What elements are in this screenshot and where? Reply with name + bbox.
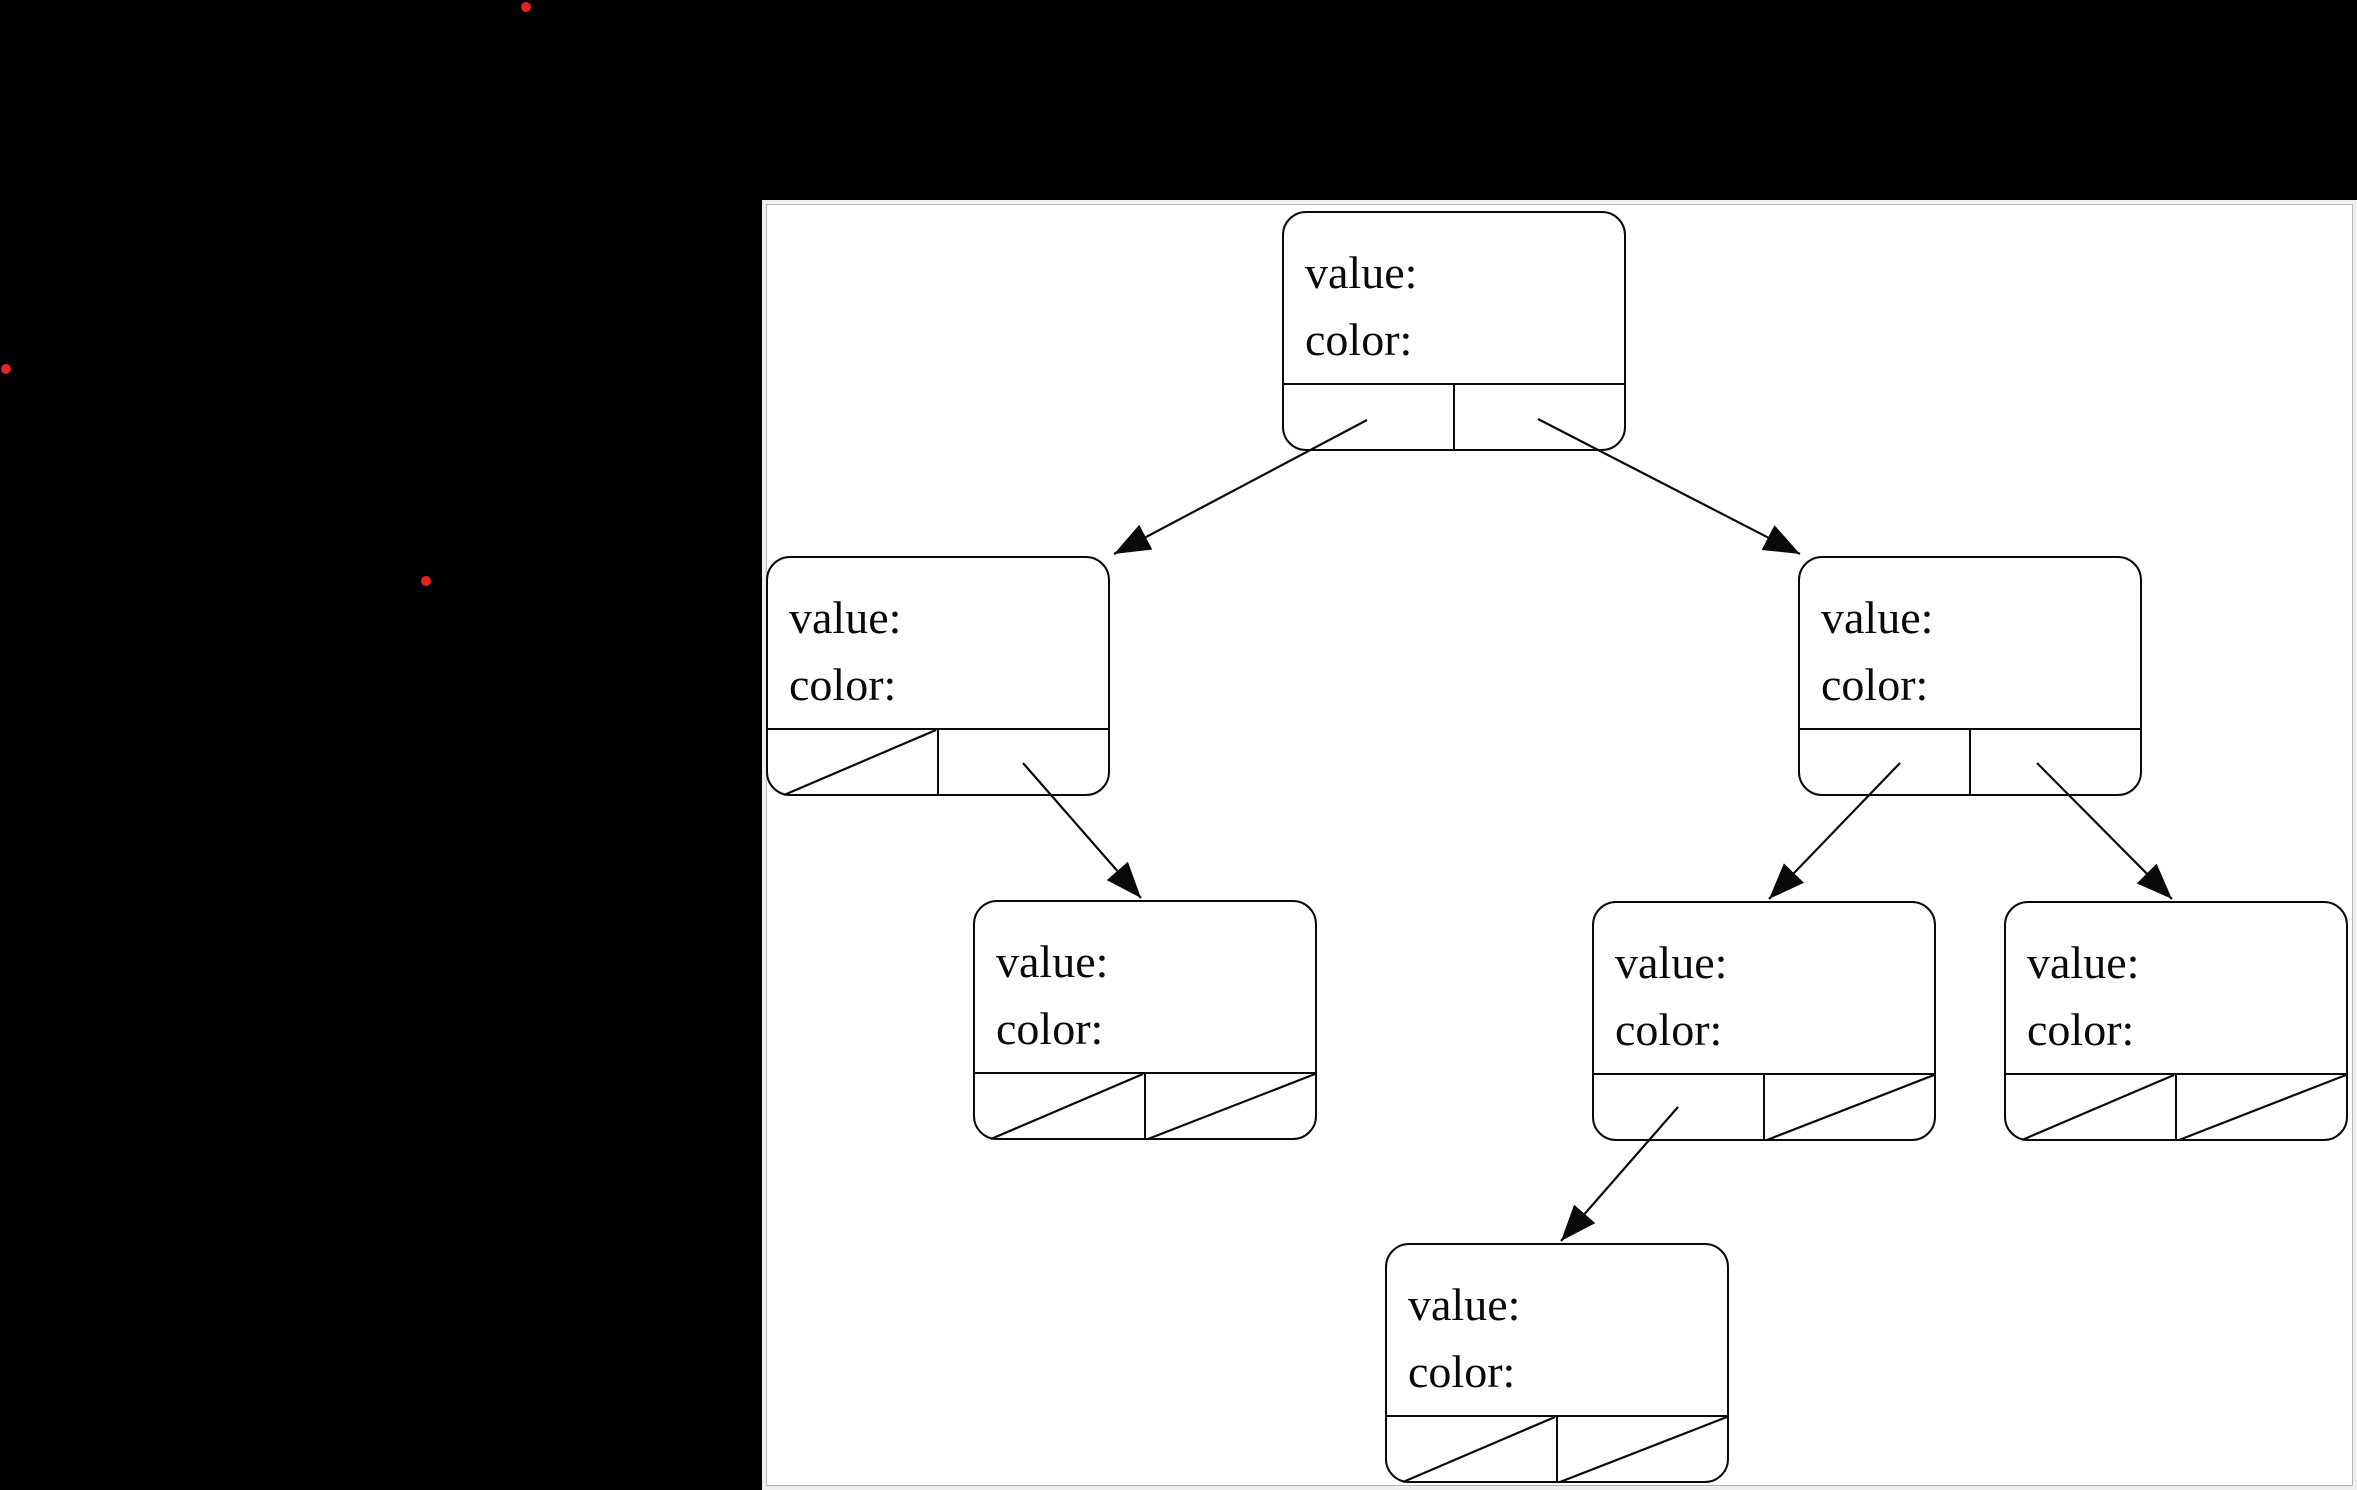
right-pointer-cell: [1146, 1074, 1315, 1138]
right-pointer-cell: [2177, 1075, 2346, 1139]
node-value-label: value:: [2027, 937, 2140, 988]
node-fields: value: color:: [768, 558, 1108, 728]
left-pointer-cell: [1594, 1074, 1765, 1139]
right-pointer-cell: [1558, 1417, 1727, 1481]
node-value-label: value:: [1615, 937, 1728, 988]
left-pointer-cell: [1800, 729, 1971, 794]
pointer-row: [1800, 727, 2140, 794]
right-pointer-cell: [1971, 730, 2140, 794]
node-fields: value: color:: [975, 902, 1315, 1072]
tree-node-bottom-node: value: color:: [1385, 1243, 1729, 1483]
node-color-label: color:: [789, 659, 897, 710]
node-color-label: color:: [1408, 1346, 1516, 1397]
left-pointer-cell: [1387, 1416, 1558, 1481]
pointer-row: [1284, 382, 1624, 449]
node-fields: value: color:: [1594, 903, 1934, 1073]
node-value-label: value:: [789, 592, 902, 643]
node-color-label: color:: [996, 1003, 1104, 1054]
right-pointer-cell: [1455, 385, 1624, 449]
node-value-label: value:: [1821, 592, 1934, 643]
node-fields: value: color:: [1387, 1245, 1727, 1415]
pointer-row: [975, 1071, 1315, 1138]
node-color-label: color:: [1305, 314, 1413, 365]
node-color-label: color:: [2027, 1004, 2135, 1055]
node-color-label: color:: [1615, 1004, 1723, 1055]
left-pointer-cell: [2006, 1074, 2177, 1139]
node-fields: value: color:: [2006, 903, 2346, 1073]
left-pointer-cell: [768, 729, 939, 794]
pointer-row: [1387, 1414, 1727, 1481]
left-pointer-cell: [1284, 384, 1455, 449]
tree-node-right-left-grandchild: value: color:: [1592, 901, 1936, 1141]
right-pointer-cell: [1765, 1075, 1934, 1139]
node-value-label: value:: [1305, 247, 1418, 298]
node-value-label: value:: [996, 936, 1109, 987]
node-fields: value: color:: [1284, 213, 1624, 383]
tree-node-right-child: value: color:: [1798, 556, 2142, 796]
node-value-label: value:: [1408, 1279, 1521, 1330]
pointer-row: [768, 727, 1108, 794]
node-color-label: color:: [1821, 659, 1929, 710]
tree-node-right-right-grandchild: value: color:: [2004, 901, 2348, 1141]
left-pointer-cell: [975, 1073, 1146, 1138]
tree-node-root: value: color:: [1282, 211, 1626, 451]
tree-node-left-child: value: color:: [766, 556, 1110, 796]
pointer-row: [2006, 1072, 2346, 1139]
node-fields: value: color:: [1800, 558, 2140, 728]
pointer-row: [1594, 1072, 1934, 1139]
tree-node-left-right-grandchild: value: color:: [973, 900, 1317, 1140]
right-pointer-cell: [939, 730, 1108, 794]
